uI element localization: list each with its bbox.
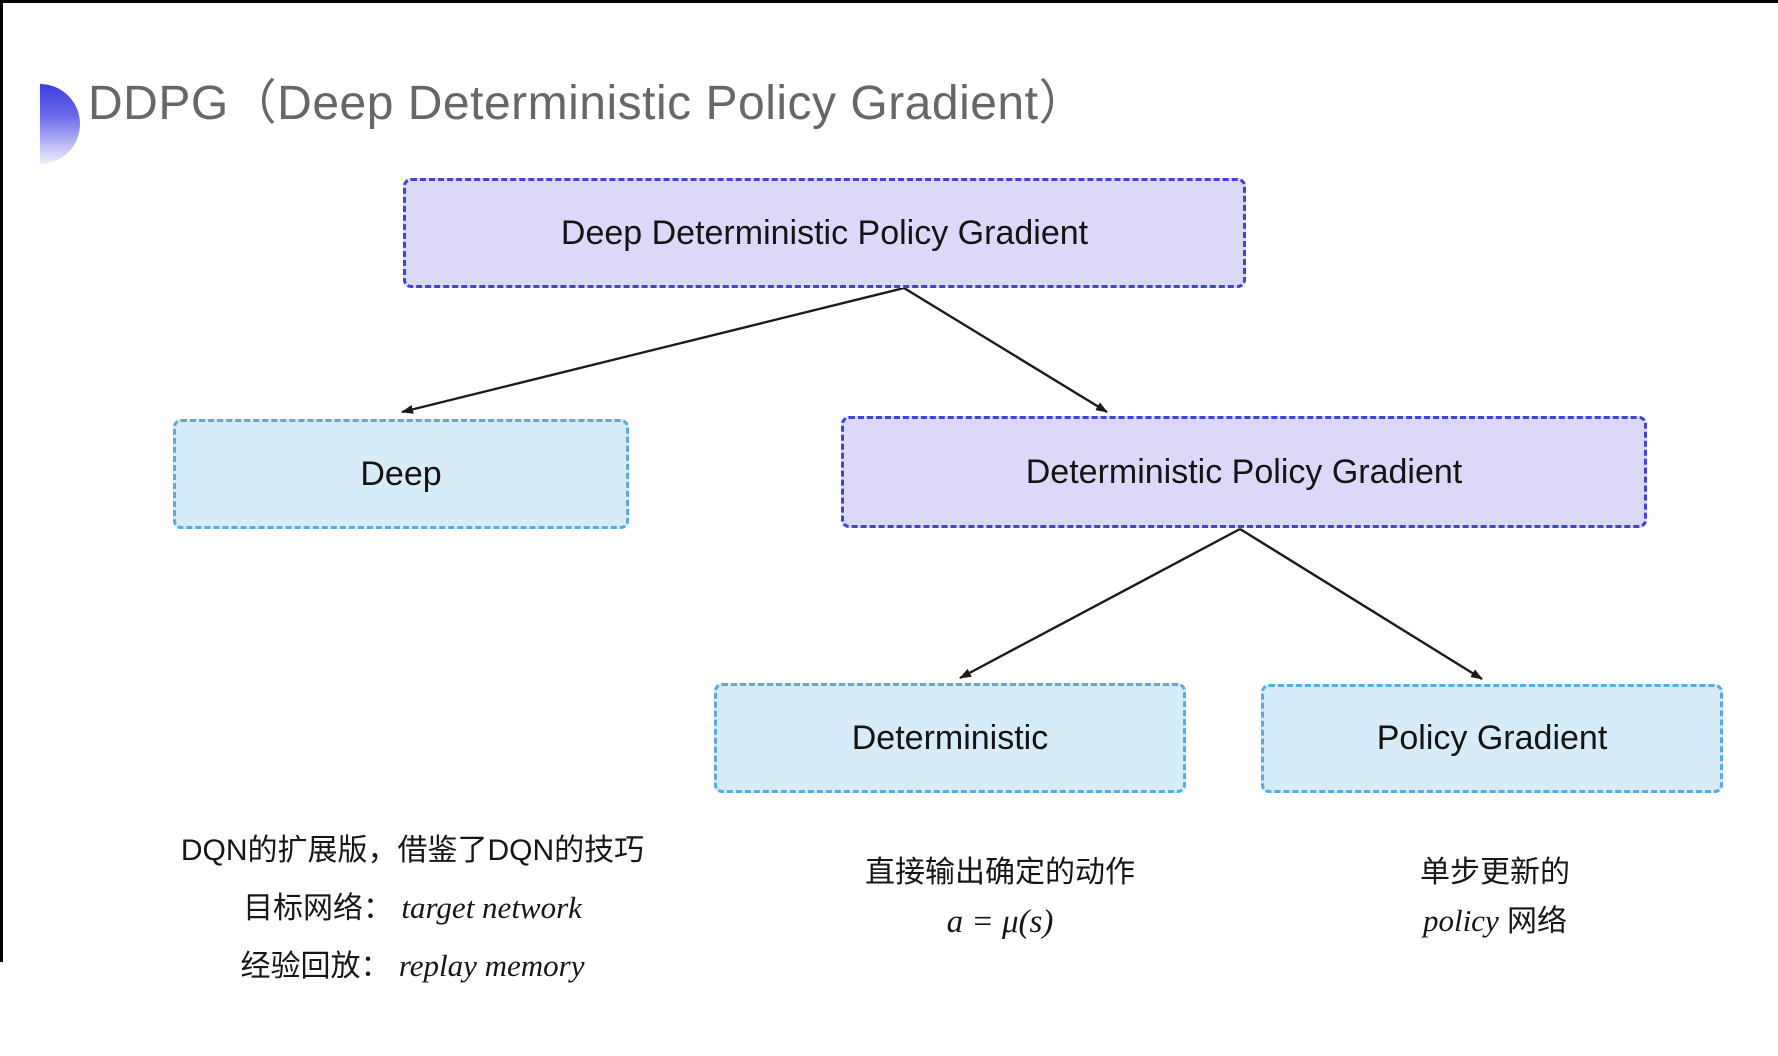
node-deep: Deep: [173, 419, 629, 529]
arrow-root-to-dpg: [903, 286, 1108, 414]
node-deterministic-policy-gradient: Deterministic Policy Gradient: [841, 416, 1647, 528]
note-deep-line2-label: 目标网络：: [243, 892, 394, 925]
node-policy-gradient-label: Policy Gradient: [1376, 719, 1608, 757]
note-deterministic: 直接输出确定的动作 a = μ(s): [820, 855, 1180, 941]
blue-half-circle-bullet-icon: [40, 84, 80, 164]
note-deep: DQN的扩展版，借鉴了DQN的技巧 目标网络： target network 经…: [130, 833, 695, 985]
note-deep-line3-term: replay memory: [398, 948, 585, 983]
node-deep-label: Deep: [360, 454, 442, 493]
note-deep-line3-label: 经验回放：: [240, 950, 391, 983]
arrow-dpg-to-deterministic: [959, 527, 1241, 680]
note-deterministic-formula: a = μ(s): [946, 904, 1054, 940]
node-dpg-label: Deterministic Policy Gradient: [1025, 452, 1463, 491]
slide-title: DDPG（Deep Deterministic Policy Gradient）: [88, 77, 1087, 130]
note-policy-line1: 单步更新的: [1420, 856, 1570, 889]
note-policy-line2-term: policy: [1422, 903, 1499, 938]
arrow-dpg-to-policy-gradient: [1239, 527, 1483, 681]
node-policy-gradient: Policy Gradient: [1261, 684, 1723, 793]
node-deterministic: Deterministic: [714, 683, 1186, 793]
node-root-label: Deep Deterministic Policy Gradient: [560, 213, 1089, 252]
arrow-root-to-deep: [401, 286, 905, 414]
node-deterministic-label: Deterministic: [851, 718, 1049, 757]
left-border-line: [0, 0, 3, 962]
node-root: Deep Deterministic Policy Gradient: [403, 178, 1246, 288]
note-policy-line2-rest: 网络: [1498, 905, 1568, 938]
note-deep-line2-term: target network: [401, 890, 582, 925]
note-policy-line2: policy 网络: [1390, 903, 1600, 940]
note-deep-line2: 目标网络： target network: [130, 890, 695, 927]
note-deep-line1: DQN的扩展版，借鉴了DQN的技巧: [180, 834, 645, 867]
top-border-line: [0, 0, 1778, 3]
note-deep-line3: 经验回放： replay memory: [130, 948, 695, 985]
note-deterministic-line1: 直接输出确定的动作: [865, 856, 1135, 889]
note-policy: 单步更新的 policy 网络: [1390, 855, 1600, 940]
